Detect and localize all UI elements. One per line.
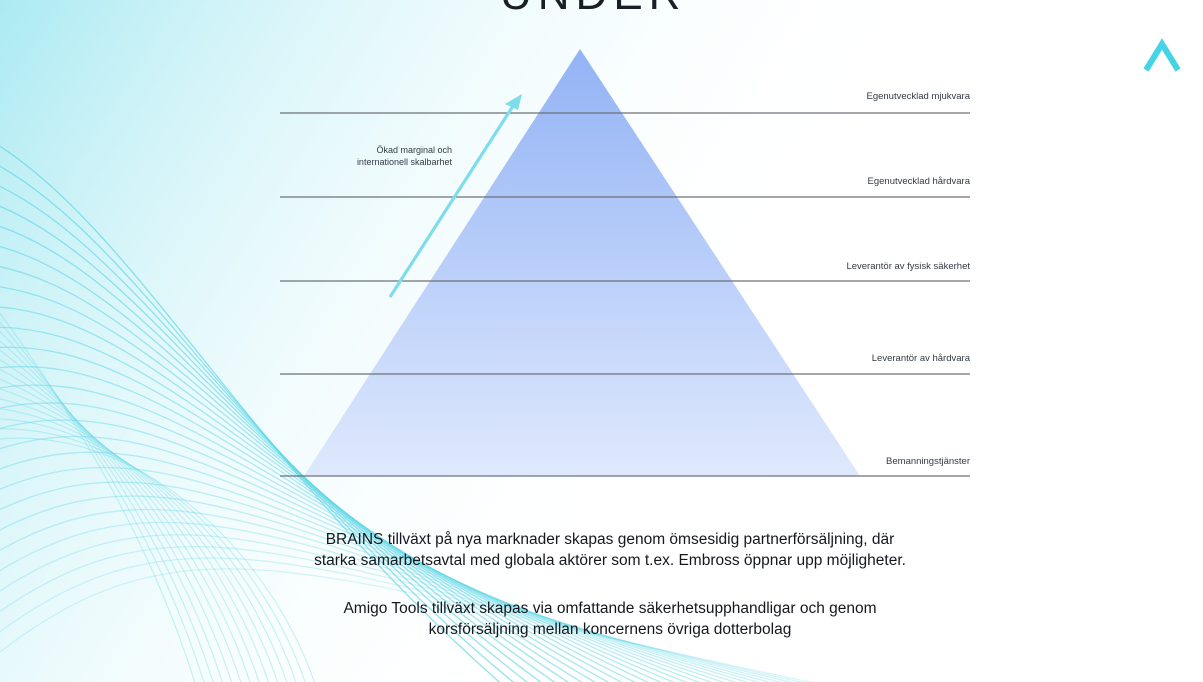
wave-line (0, 365, 649, 682)
wave-line (0, 165, 515, 682)
wave-line (0, 521, 772, 682)
wave-line (0, 508, 761, 682)
arrow-caption: Ökad marginal och internationell skalbar… (300, 144, 452, 168)
wave-line (0, 388, 269, 682)
growth-arrow (388, 94, 522, 298)
arrow-caption-line: Ökad marginal och (376, 145, 452, 155)
wave-line (0, 266, 583, 682)
wave-line (0, 428, 306, 682)
paragraph-line: Amigo Tools tillväxt skapas via omfattan… (343, 600, 877, 617)
wave-line (0, 359, 242, 682)
wave-line (0, 451, 713, 682)
wave-line (0, 286, 597, 682)
chevron-up-logo-icon (1143, 38, 1181, 72)
tier-label-staffing: Bemanningstjänster (886, 456, 970, 467)
wave-line (0, 369, 251, 682)
wave-line (0, 435, 701, 682)
wave-line (0, 398, 279, 682)
wave-line (0, 384, 662, 682)
wave-line (0, 534, 783, 682)
tier-lines (280, 112, 970, 477)
wave-line (0, 419, 688, 682)
wave-line (0, 321, 205, 682)
wave-line (0, 145, 501, 682)
wave-line (0, 466, 725, 682)
growth-arrow-shaft (388, 102, 517, 298)
wave-line (0, 568, 814, 682)
pyramid (304, 49, 860, 476)
wave-line (0, 246, 570, 682)
growth-arrow-head (505, 94, 522, 110)
tier-label-software: Egenutvecklad mjukvara (866, 91, 971, 102)
wave-line (0, 545, 794, 682)
paragraph-amigo-tools: Amigo Tools tillväxt skapas via omfattan… (230, 598, 990, 640)
wave-line (0, 378, 260, 682)
wave-line (0, 306, 610, 682)
wave-line (0, 326, 623, 682)
wave-line (0, 205, 542, 682)
tier-label-physical-security: Leverantör av fysisk säkerhet (846, 261, 970, 272)
wave-line (0, 418, 297, 682)
wave-line (0, 225, 556, 682)
wave-line (0, 557, 804, 682)
wave-line (0, 481, 737, 682)
wave-line (0, 185, 528, 682)
wave-line (0, 437, 315, 682)
slide-title-fragment: UNDER (500, 0, 686, 20)
wave-line (0, 330, 214, 682)
wave-line (0, 349, 233, 682)
arrow-caption-line: internationell skalbarhet (356, 157, 452, 167)
wave-line (0, 402, 675, 682)
paragraph-line: starka samarbetsavtal med globala aktöre… (314, 552, 906, 569)
paragraph-line: korsförsäljning mellan koncernens övriga… (428, 621, 792, 638)
wave-line (0, 346, 636, 682)
paragraph-brains: BRAINS tillväxt på nya marknader skapas … (230, 529, 990, 571)
wave-line (0, 340, 223, 682)
tier-label-hardware-own: Egenutvecklad hårdvara (867, 176, 970, 187)
wave-line (0, 408, 288, 682)
paragraph-line: BRAINS tillväxt på nya marknader skapas … (325, 531, 895, 548)
decorative-wave-lines (0, 145, 814, 682)
tier-label-hardware-supplier: Leverantör av hårdvara (871, 353, 970, 364)
wave-line (0, 312, 196, 682)
wave-line (0, 495, 749, 682)
